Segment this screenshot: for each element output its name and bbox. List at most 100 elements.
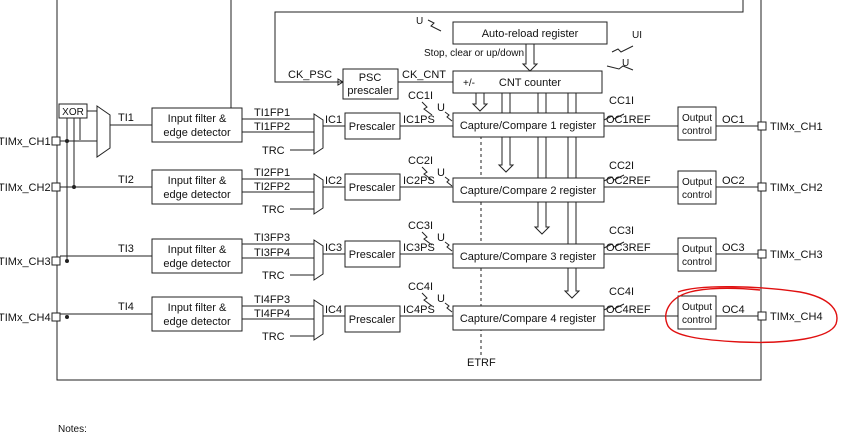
output-control-label-2-4: control: [682, 315, 712, 326]
ccout-arrow-2: [603, 174, 625, 182]
input-filter-1: [151, 107, 243, 143]
pin-label-right-3: TIMx_CH3: [770, 249, 823, 261]
pin-left-4: [51, 312, 61, 322]
pin-label-left-3: TIMx_CH3: [0, 256, 51, 268]
oc-label-2: OC2: [722, 175, 745, 187]
output-control-label-1-2: Output: [682, 177, 712, 188]
ocref-label-4: OC4REF: [606, 304, 651, 316]
prescaler-label-2: Prescaler: [349, 182, 396, 194]
output-control-label-1-1: Output: [682, 113, 712, 124]
psc-label-1: PSC: [359, 72, 382, 84]
cc-register-label-4: Capture/Compare 4 register: [460, 313, 597, 325]
prescaler-1: [344, 112, 401, 140]
ck-cnt-label: CK_CNT: [402, 69, 446, 81]
u-arrow-4: [444, 302, 453, 313]
icps-label-4: IC4PS: [403, 304, 435, 316]
fp-b-label-2: TI2FP2: [254, 181, 290, 193]
ocref-label-2: OC2REF: [606, 175, 651, 187]
fp-a-label-4: TI4FP3: [254, 294, 290, 306]
output-control-label-2-2: control: [682, 190, 712, 201]
xor-label: XOR: [62, 107, 84, 118]
ccflag-label-3: CC3I: [408, 220, 433, 232]
junction-3: [65, 259, 69, 263]
ui-label: UI: [632, 30, 642, 41]
ccflag-label-2: CC2I: [408, 155, 433, 167]
cc-register-label-3: Capture/Compare 3 register: [460, 251, 597, 263]
filter-label-2-3: edge detector: [163, 258, 231, 270]
oc-label-3: OC3: [722, 242, 745, 254]
u-arrow-1: [444, 111, 453, 122]
oc-label-1: OC1: [722, 114, 745, 126]
prescaler-4: [344, 305, 401, 333]
filter-label-2-2: edge detector: [163, 189, 231, 201]
reload-bus-arrow: [521, 43, 539, 72]
ic-label-2: IC2: [325, 175, 342, 187]
filter-label-1-2: Input filter &: [168, 175, 227, 187]
ccflag-arrow-2: [421, 166, 433, 181]
u-label-2: U: [437, 167, 445, 179]
output-control-3: [677, 237, 717, 272]
ti-label-1: TI1: [118, 112, 134, 124]
ti-label-4: TI4: [118, 301, 134, 313]
u-right-label: U: [622, 58, 629, 69]
icps-label-2: IC2PS: [403, 175, 435, 187]
output-control-label-2-3: control: [682, 257, 712, 268]
cnt-updown-label: +/-: [463, 78, 475, 89]
filter-label-1-1: Input filter &: [168, 113, 227, 125]
prescaler-2: [344, 173, 401, 201]
prescaler-label-1: Prescaler: [349, 121, 396, 133]
auto-reload-label: Auto-reload register: [482, 28, 579, 40]
ic-label-3: IC3: [325, 242, 342, 254]
ccout-label-2: CC2I: [609, 160, 634, 172]
pin-left-3: [51, 256, 61, 266]
ccflag-arrow-4: [421, 292, 433, 307]
ocref-label-3: OC3REF: [606, 242, 651, 254]
filter-label-1-3: Input filter &: [168, 244, 227, 256]
output-control-4: [677, 295, 717, 330]
cc-register-2: [452, 177, 605, 203]
cc-register-1: [452, 112, 605, 138]
ck-psc-label: CK_PSC: [288, 69, 332, 81]
u-right-arrow: [606, 65, 634, 71]
ccflag-label-1: CC1I: [408, 90, 433, 102]
cc-register-4: [452, 305, 605, 331]
cc-register-3: [452, 243, 605, 269]
cnt-counter-label: CNT counter: [499, 77, 561, 89]
ui-arrow: [611, 45, 634, 53]
ti1-mux: [96, 105, 111, 158]
bus-cnt-to-ccr1: [471, 92, 489, 112]
ccout-label-1: CC1I: [609, 95, 634, 107]
ccflag-label-4: CC4I: [408, 281, 433, 293]
u-arrow-2: [444, 176, 453, 187]
u-top-label: U: [416, 16, 423, 27]
u-label-1: U: [437, 102, 445, 114]
cc-register-label-2: Capture/Compare 2 register: [460, 185, 597, 197]
pin-label-left-1: TIMx_CH1: [0, 136, 51, 148]
input-filter-3: [151, 238, 243, 274]
ic-mux-4: [313, 299, 324, 341]
filter-label-2-1: edge detector: [163, 127, 231, 139]
icps-label-1: IC1PS: [403, 114, 435, 126]
output-control-2: [677, 170, 717, 205]
pin-left-2: [51, 182, 61, 192]
pin-right-2: [757, 182, 767, 192]
trc-label-2: TRC: [262, 204, 285, 216]
ti-label-2: TI2: [118, 174, 134, 186]
input-filter-2: [151, 169, 243, 205]
highlight-circle-output-4: [665, 286, 838, 344]
pin-label-left-2: TIMx_CH2: [0, 182, 51, 194]
fp-a-label-1: TI1FP1: [254, 107, 290, 119]
fp-a-label-3: TI3FP3: [254, 232, 290, 244]
u-label-4: U: [437, 293, 445, 305]
junction-4: [65, 315, 69, 319]
filter-label-1-4: Input filter &: [168, 302, 227, 314]
prescaler-3: [344, 240, 401, 268]
ccflag-arrow-1: [421, 101, 433, 116]
pin-label-right-4: TIMx_CH4: [770, 311, 823, 323]
ocref-label-1: OC1REF: [606, 114, 651, 126]
ck-psc-line: [274, 0, 744, 83]
fp-a-label-2: TI2FP1: [254, 167, 290, 179]
notes-label: Notes:: [58, 424, 87, 433]
cnt-counter-block: [452, 70, 603, 94]
ic-label-4: IC4: [325, 304, 342, 316]
